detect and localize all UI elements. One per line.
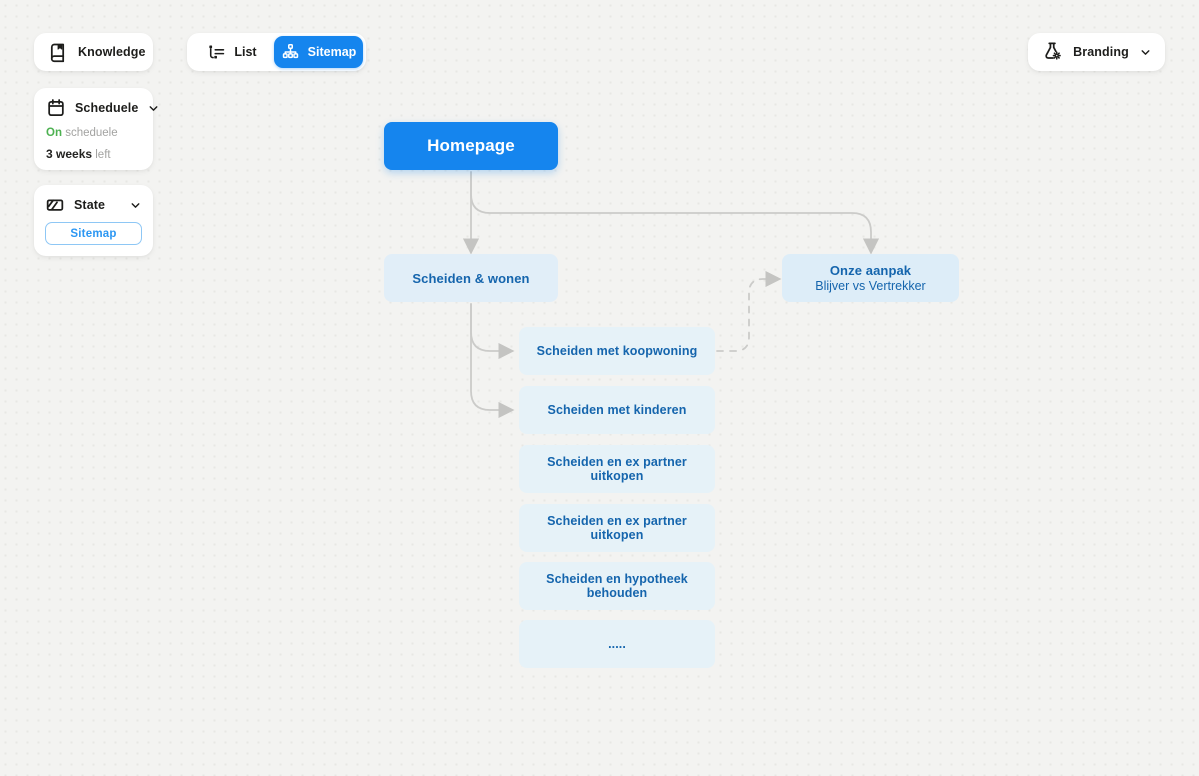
- branding-label: Branding: [1073, 45, 1129, 59]
- schedule-title: Scheduele: [75, 101, 139, 115]
- chevron-down-icon: [129, 199, 142, 212]
- schedule-time-bold: 3 weeks: [46, 147, 93, 161]
- sitemap-node-child[interactable]: Scheiden en ex partner uitkopen: [519, 504, 715, 552]
- node-label: Scheiden met kinderen: [547, 403, 687, 417]
- chevron-down-icon: [1139, 46, 1152, 59]
- sitemap-node-onze-aanpak[interactable]: Onze aanpak Blijver vs Vertrekker: [782, 254, 959, 302]
- node-label: Scheiden en hypotheek behouden: [546, 572, 688, 600]
- schedule-status-rest: scheduele: [65, 126, 118, 139]
- wire-koopwoning-to-onze-aanpak-dashed: [716, 270, 782, 352]
- toggle-sitemap[interactable]: Sitemap: [274, 36, 363, 68]
- sitemap-label: Sitemap: [307, 45, 357, 59]
- wire-scheiden-to-koopwoning: [470, 303, 515, 360]
- calendar-icon: [46, 98, 66, 118]
- knowledge-label: Knowledge: [78, 45, 146, 59]
- book-icon: [47, 42, 68, 63]
- schedule-status: On scheduele: [46, 127, 141, 139]
- schedule-header[interactable]: Scheduele: [46, 98, 158, 118]
- chevron-down-icon: [147, 102, 160, 115]
- branding-card[interactable]: Branding: [1028, 33, 1165, 71]
- sitemap-node-child[interactable]: Scheiden met koopwoning: [519, 327, 715, 375]
- schedule-time-rest: left: [95, 149, 111, 161]
- sitemap-node-child[interactable]: Scheiden en hypotheek behouden: [519, 562, 715, 610]
- state-sitemap-button[interactable]: Sitemap: [45, 222, 142, 245]
- state-title: State: [74, 198, 106, 212]
- view-toggle: List Sitemap: [187, 33, 366, 71]
- list-tree-icon: [207, 43, 226, 62]
- sitemap-node-child[interactable]: Scheiden met kinderen: [519, 386, 715, 434]
- knowledge-card[interactable]: Knowledge: [34, 33, 153, 71]
- schedule-status-on: On: [46, 126, 62, 139]
- state-card: State Sitemap: [34, 185, 153, 256]
- node-subtitle: Blijver vs Vertrekker: [815, 279, 926, 293]
- node-label: Homepage: [427, 136, 515, 155]
- state-icon: [45, 195, 65, 215]
- node-label: Scheiden & wonen: [412, 270, 530, 286]
- sitemap-node-child[interactable]: Scheiden en ex partner uitkopen: [519, 445, 715, 493]
- schedule-time: 3 weeks left: [46, 147, 141, 161]
- node-label: .....: [608, 637, 626, 651]
- list-label: List: [234, 45, 257, 59]
- sitemap-node-scheiden-wonen[interactable]: Scheiden & wonen: [384, 254, 558, 302]
- wire-home-to-onze-aanpak: [470, 171, 880, 255]
- node-title: Onze aanpak: [829, 263, 912, 278]
- node-label: Scheiden met koopwoning: [536, 344, 698, 358]
- flask-gear-icon: [1041, 41, 1063, 63]
- node-label: Scheiden en ex partner uitkopen: [547, 455, 687, 483]
- sitemap-node-child[interactable]: .....: [519, 620, 715, 668]
- node-label: Scheiden en ex partner uitkopen: [547, 514, 687, 542]
- sitemap-icon: [281, 43, 300, 62]
- sitemap-node-homepage[interactable]: Homepage: [384, 122, 558, 170]
- state-header[interactable]: State: [45, 195, 142, 215]
- toggle-list[interactable]: List: [190, 36, 274, 68]
- schedule-card: Scheduele On scheduele 3 weeks left: [34, 88, 158, 170]
- wire-scheiden-to-kinderen: [470, 303, 515, 419]
